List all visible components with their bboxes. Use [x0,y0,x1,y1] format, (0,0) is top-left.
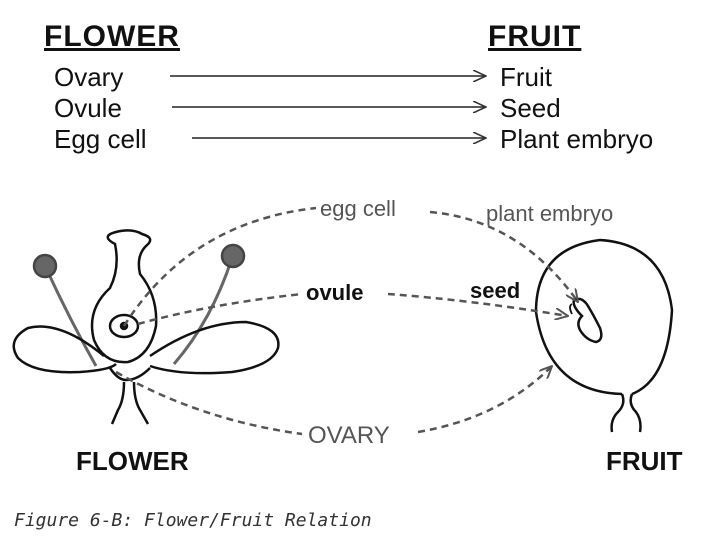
label-ovary: OVARY [308,422,390,449]
label-egg-cell: egg cell [320,196,396,221]
ovule-path-left [137,292,303,326]
mapping-from-ovule: Ovule [54,93,122,123]
label-ovule: ovule [306,280,364,305]
ovary-path-right [417,366,552,434]
flower-illustration [12,229,280,425]
mapping-from-ovary: Ovary [54,62,124,92]
egg-cell-path-right [429,210,578,302]
flower-column-header: FLOWER [44,20,180,53]
mapping-to-fruit: Fruit [500,62,552,92]
fruit-column-header: FRUIT [488,20,582,53]
mapping-to-seed: Seed [500,93,561,123]
figure-caption: Figure 6-B: Flower/Fruit Relation [14,510,372,531]
ovary-path-left [115,370,303,436]
egg-cell-path-left [122,206,317,327]
fruit-label: FRUIT [606,446,683,476]
ovule-path-right [387,292,568,316]
mapping-to-plant-embryo: Plant embryo [500,124,654,154]
label-plant-embryo: plant embryo [486,201,614,226]
flower-label: FLOWER [76,446,189,476]
fruit-illustration [534,238,674,433]
mapping-from-egg-cell: Egg cell [54,124,147,154]
label-seed: seed [470,278,521,303]
